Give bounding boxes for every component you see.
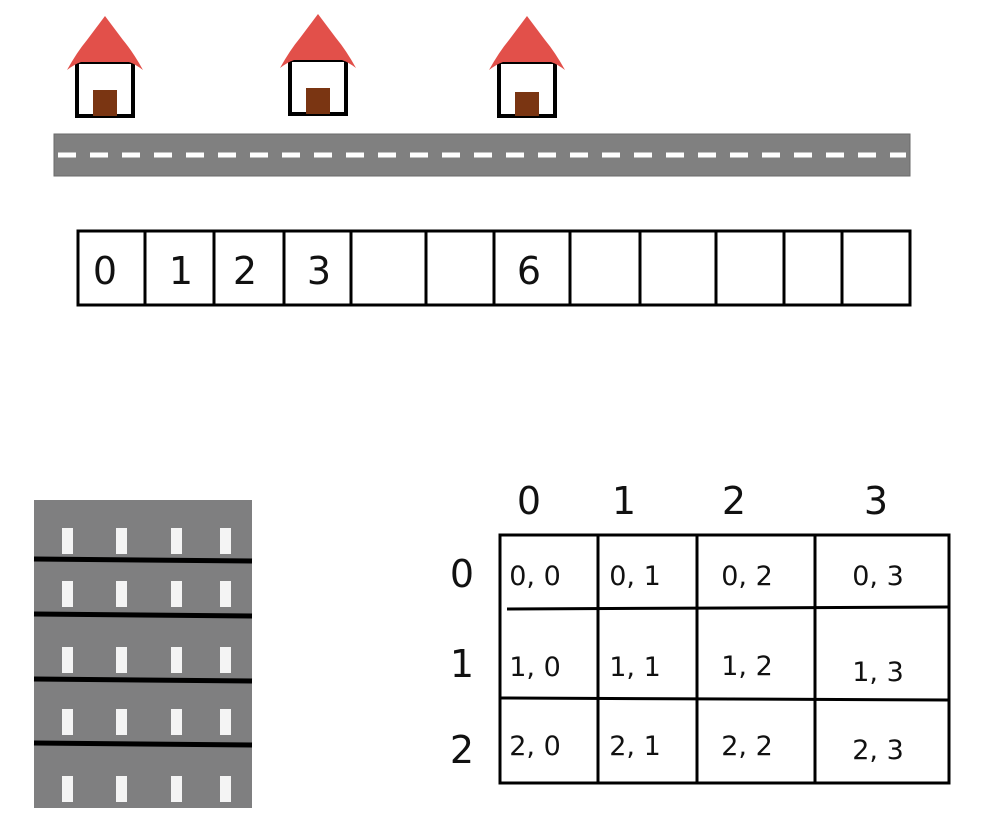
house-icon xyxy=(489,16,565,118)
window-icon xyxy=(116,647,127,673)
houses xyxy=(67,14,565,118)
road xyxy=(53,133,911,177)
window-icon xyxy=(116,581,127,607)
house-icon xyxy=(280,14,356,116)
grid-outline xyxy=(498,533,951,785)
apartment-building-icon xyxy=(33,500,253,808)
window-icon xyxy=(220,709,231,735)
grid-cell-value: 1, 3 xyxy=(852,657,904,688)
grid-cell-value: 1, 0 xyxy=(509,652,561,683)
column-index-label: 3 xyxy=(864,479,888,523)
window-icon xyxy=(62,776,73,802)
window-icon xyxy=(116,528,127,554)
house-roof xyxy=(67,16,143,70)
array-cell-value: 2 xyxy=(233,249,257,293)
array-cell-value: 0 xyxy=(93,249,117,293)
array-cell-value: 6 xyxy=(517,249,541,293)
two-dimensional-array: 0 1 2 3 0 1 2 0, 0 0, 1 0, 2 0, 3 1, 0 1, 1 1, 2 1, 3 2… xyxy=(450,479,951,785)
grid-cell-value: 0, 0 xyxy=(509,561,561,592)
window-icon xyxy=(171,581,182,607)
house-door xyxy=(93,90,117,116)
grid-cell-value: 0, 2 xyxy=(721,561,773,592)
window-icon xyxy=(116,709,127,735)
column-index-label: 2 xyxy=(722,479,746,523)
array-cell-value: 1 xyxy=(169,249,193,293)
grid-row-divider xyxy=(499,696,950,702)
grid-cell-value: 0, 3 xyxy=(852,561,904,592)
house-icon xyxy=(67,16,143,118)
grid-cell-value: 2, 2 xyxy=(721,731,773,762)
column-index-label: 1 xyxy=(612,479,636,523)
house-door xyxy=(306,88,330,114)
window-icon xyxy=(62,647,73,673)
building-floor-line xyxy=(33,611,253,619)
window-icon xyxy=(116,776,127,802)
grid-cell-value: 2, 1 xyxy=(609,731,661,762)
window-icon xyxy=(171,776,182,802)
building-floor-line xyxy=(33,556,253,564)
array-cell-value: 3 xyxy=(307,249,331,293)
grid-cell-value: 2, 3 xyxy=(852,735,904,766)
grid-cell-value: 2, 0 xyxy=(509,731,561,762)
window-icon xyxy=(220,647,231,673)
window-icon xyxy=(171,528,182,554)
window-icon xyxy=(62,581,73,607)
window-icon xyxy=(220,528,231,554)
building-floor-line xyxy=(33,676,253,684)
column-index-label: 0 xyxy=(517,479,541,523)
window-icon xyxy=(62,709,73,735)
window-icon xyxy=(220,581,231,607)
house-roof xyxy=(489,16,565,70)
window-icon xyxy=(62,528,73,554)
row-index-label: 1 xyxy=(450,642,474,686)
row-index-label: 0 xyxy=(450,552,474,596)
window-icon xyxy=(220,776,231,802)
house-roof xyxy=(280,14,356,68)
grid-cell-value: 1, 1 xyxy=(609,652,661,683)
grid-row-divider xyxy=(506,605,950,611)
building-floor-line xyxy=(33,740,253,748)
grid-cell-value: 1, 2 xyxy=(721,651,773,682)
grid-cell-value: 0, 1 xyxy=(609,561,661,592)
row-index-label: 2 xyxy=(450,728,474,772)
window-icon xyxy=(171,647,182,673)
window-icon xyxy=(171,709,182,735)
house-door xyxy=(515,92,539,116)
